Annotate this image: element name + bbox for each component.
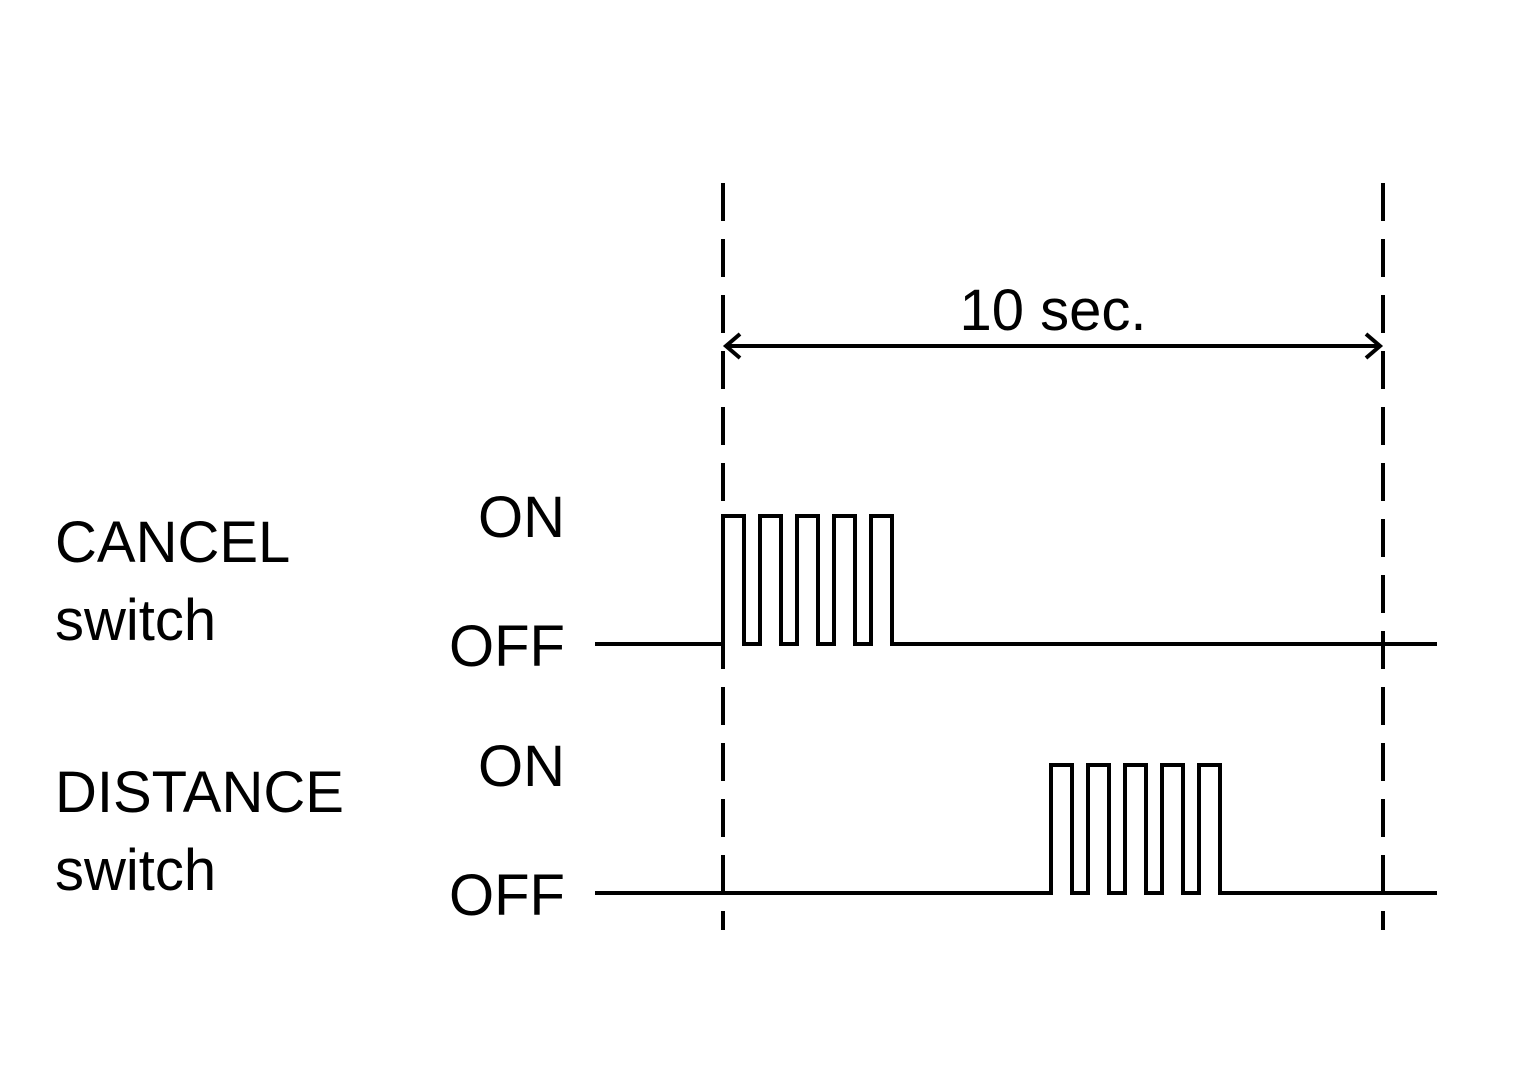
cancel-switch-waveform xyxy=(595,514,1437,646)
interval-label: 10 sec. xyxy=(960,278,1147,343)
interval-arrowhead-right xyxy=(1364,332,1384,360)
cancel-off-label: OFF xyxy=(449,614,565,679)
distance-off-label: OFF xyxy=(449,863,565,928)
distance-switch-subname: switch xyxy=(55,838,216,903)
interval-arrowhead-left xyxy=(722,332,742,360)
distance-switch-name: DISTANCE xyxy=(55,760,344,825)
cancel-on-label: ON xyxy=(478,485,565,550)
cancel-switch-subname: switch xyxy=(55,588,216,653)
distance-on-label: ON xyxy=(478,734,565,799)
cancel-switch-name: CANCEL xyxy=(55,510,290,575)
distance-switch-waveform xyxy=(595,763,1437,895)
